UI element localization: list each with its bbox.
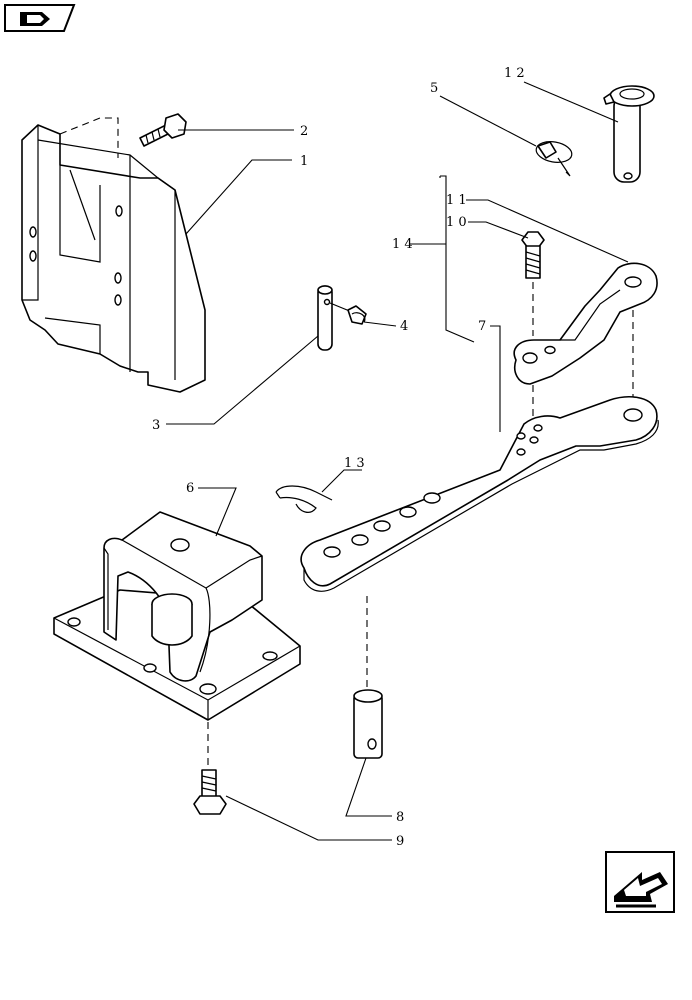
part-4-lynch-clip [329, 302, 367, 325]
part-11-offset-link [513, 262, 658, 385]
part-2-bolt [139, 113, 187, 147]
part-1-mounting-bracket [21, 124, 206, 393]
part-5-ring-clip [535, 141, 573, 177]
callout-12: 1 2 [504, 66, 525, 81]
part-9-bolt [193, 769, 227, 815]
callout-3: 3 [152, 418, 160, 433]
page-back-nav-button[interactable] [4, 4, 76, 32]
page-forward-nav-button[interactable] [605, 851, 675, 913]
leader-lines [166, 81, 629, 841]
callout-6: 6 [186, 481, 194, 496]
callout-4: 4 [400, 319, 408, 334]
page-forward-arrow-icon [614, 872, 668, 908]
part-7-drawbar [300, 396, 659, 592]
callout-14: 1 4 [392, 237, 413, 252]
callout-1: 1 [300, 154, 308, 169]
callout-9: 9 [396, 834, 404, 849]
callout-13: 1 3 [344, 456, 365, 471]
callout-7: 7 [478, 319, 486, 334]
part-13-r-clip [275, 485, 333, 513]
callout-2: 2 [300, 124, 308, 139]
page-back-arrow-icon [20, 12, 50, 26]
part-12-hitch-pin [603, 85, 655, 183]
callout-5: 5 [430, 81, 438, 96]
part-3-pin [317, 285, 333, 351]
part-8-pin [353, 689, 383, 759]
part-6-hitch-base [53, 511, 301, 721]
callout-8: 8 [396, 810, 404, 825]
callout-10: 1 0 [446, 215, 467, 230]
callout-11: 1 1 [446, 193, 467, 208]
part-10-bolt [521, 231, 545, 279]
